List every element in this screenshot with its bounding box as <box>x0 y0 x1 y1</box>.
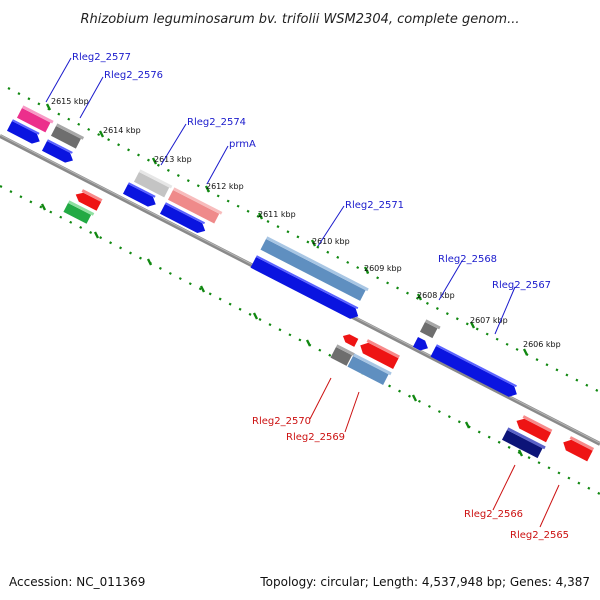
gene-feature-red-2[interactable] <box>341 332 359 347</box>
upper-tick-track <box>7 87 600 393</box>
gene-features <box>6 105 595 462</box>
bottom-label-connectors <box>309 377 560 528</box>
kbp-label-2615: 2615 kbp <box>51 97 89 106</box>
gene-feature-red-4[interactable] <box>514 416 552 443</box>
accession-label: Accession: NC_011369 <box>9 575 145 589</box>
upper-major-ticks <box>45 103 529 356</box>
gene-label-rleg2-2569[interactable]: Rleg2_2569 <box>286 432 345 443</box>
top-label-connectors <box>45 57 516 335</box>
gene-feature-red-3[interactable] <box>358 340 399 369</box>
gene-label-rleg2-2571[interactable]: Rleg2_2571 <box>345 200 404 211</box>
topology-label: Topology: circular; Length: 4,537,948 bp… <box>259 575 590 589</box>
gene-rleg2-2571[interactable] <box>260 239 366 301</box>
gene-feature-green-1[interactable] <box>63 203 92 224</box>
gene-label-rleg2-2568[interactable]: Rleg2_2568 <box>438 254 497 265</box>
gene-label-rleg2-2570[interactable]: Rleg2_2570 <box>252 416 311 427</box>
gene-label-rleg2-2577[interactable]: Rleg2_2577 <box>72 52 131 63</box>
map-title: Rhizobium leguminosarum bv. trifolii WSM… <box>81 12 520 27</box>
kbp-label-2613: 2613 kbp <box>154 155 192 164</box>
gene-feature-red-1[interactable] <box>73 190 102 211</box>
kbp-label-2612: 2612 kbp <box>206 182 244 191</box>
kbp-label-2614: 2614 kbp <box>103 126 141 135</box>
lower-tick-track <box>0 185 600 495</box>
gene-rleg2-2576[interactable] <box>50 126 81 149</box>
gene-rleg2-2565[interactable] <box>561 437 593 462</box>
gene-prma[interactable] <box>167 190 220 224</box>
kbp-label-2607: 2607 kbp <box>470 316 508 325</box>
gene-label-rleg2-2565[interactable]: Rleg2_2565 <box>510 530 569 541</box>
gene-rleg2-2566[interactable] <box>501 430 543 459</box>
gene-feature-blue-6[interactable] <box>412 337 430 353</box>
kbp-label-2610: 2610 kbp <box>312 237 350 246</box>
gene-feature-blue-2[interactable] <box>41 141 75 165</box>
gene-feature-blue-5[interactable] <box>250 257 361 322</box>
kbp-label-2609: 2609 kbp <box>364 264 402 273</box>
gene-feature-blue-4[interactable] <box>159 204 208 236</box>
gene-label-prma[interactable]: prmA <box>229 139 256 150</box>
gene-rleg2-2567[interactable] <box>430 346 520 400</box>
gene-rleg2-2570[interactable] <box>330 347 353 366</box>
gene-rleg2-2577[interactable] <box>16 108 51 133</box>
gene-rleg2-2568[interactable] <box>419 322 438 339</box>
kbp-label-2606: 2606 kbp <box>523 340 561 349</box>
kbp-label-2608: 2608 kbp <box>417 291 455 300</box>
gene-rleg2-2569[interactable] <box>347 356 389 385</box>
gene-feature-blue-3[interactable] <box>122 184 158 209</box>
kbp-label-2611: 2611 kbp <box>258 210 296 219</box>
gene-feature-blue-1[interactable] <box>6 121 42 146</box>
gene-label-rleg2-2574[interactable]: Rleg2_2574 <box>187 117 246 128</box>
gene-label-rleg2-2566[interactable]: Rleg2_2566 <box>464 509 523 520</box>
gene-label-rleg2-2576[interactable]: Rleg2_2576 <box>104 70 163 81</box>
gene-rleg2-2574[interactable] <box>133 172 170 198</box>
gene-label-rleg2-2567[interactable]: Rleg2_2567 <box>492 280 551 291</box>
